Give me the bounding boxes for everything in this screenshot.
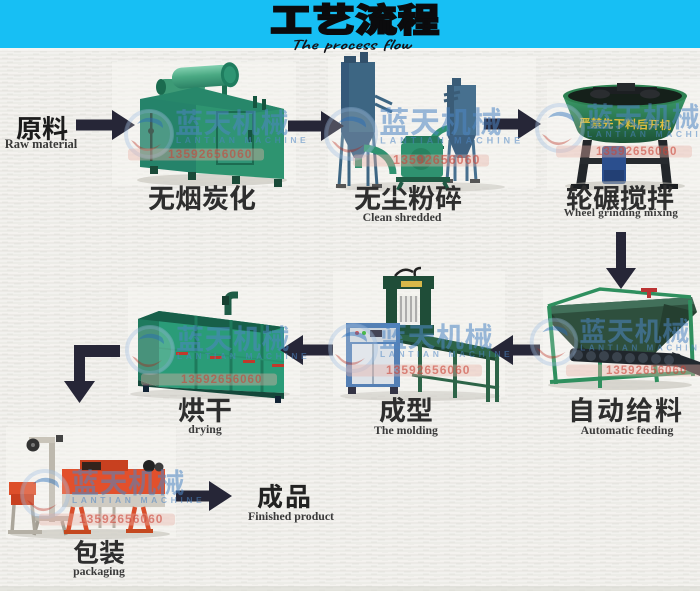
svg-text:13592656060: 13592656060: [168, 147, 252, 161]
svg-text:13592656060: 13592656060: [181, 374, 262, 386]
svg-text:Automatic feeding: Automatic feeding: [581, 423, 674, 437]
svg-text:packaging: packaging: [73, 564, 125, 578]
svg-text:Finished product: Finished product: [248, 509, 334, 523]
svg-text:Raw material: Raw material: [5, 137, 78, 151]
svg-text:13592656060: 13592656060: [596, 146, 677, 158]
svg-text:13592656060: 13592656060: [393, 153, 480, 167]
svg-text:13592656060: 13592656060: [606, 365, 687, 377]
svg-text:Clean shredded: Clean shredded: [363, 210, 442, 224]
svg-text:drying: drying: [188, 422, 222, 436]
svg-text:Wheel grinding mixing: Wheel grinding mixing: [564, 207, 679, 219]
svg-text:13592656060: 13592656060: [79, 512, 163, 526]
svg-text:The molding: The molding: [374, 423, 438, 437]
svg-text:13592656060: 13592656060: [386, 363, 470, 377]
